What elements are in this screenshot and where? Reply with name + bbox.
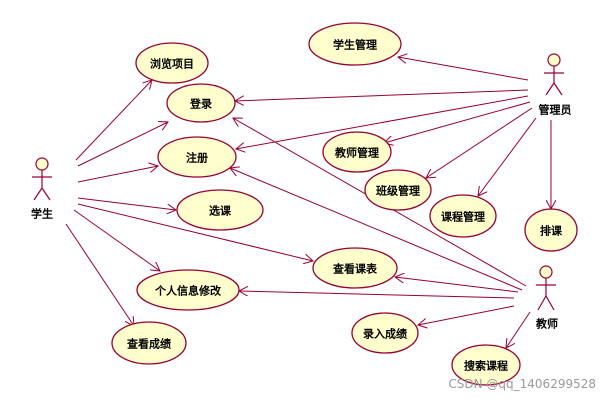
association-admin-login xyxy=(235,89,529,101)
use-case-edit-info-label: 个人信息修改 xyxy=(154,284,222,298)
association-student-browse xyxy=(75,80,152,161)
association-teacher-register xyxy=(230,168,523,291)
actor-teacher-label: 教师 xyxy=(535,317,558,331)
use-case-course-mgmt[interactable]: 课程管理 xyxy=(429,194,497,238)
use-case-scheduling-label: 排课 xyxy=(540,224,563,238)
association-student-view-grades xyxy=(65,223,134,326)
use-case-edit-info[interactable]: 个人信息修改 xyxy=(136,269,240,311)
association-admin-register xyxy=(236,95,529,149)
association-admin-student-mgmt xyxy=(398,57,529,81)
stick-figure-icon xyxy=(544,53,564,96)
use-case-enter-grades-label: 录入成绩 xyxy=(363,327,407,341)
association-admin-course-mgmt xyxy=(478,117,537,196)
use-case-teacher-mgmt-label: 教师管理 xyxy=(334,146,379,160)
use-case-login[interactable]: 登录 xyxy=(166,83,236,123)
use-case-teacher-mgmt[interactable]: 教师管理 xyxy=(322,131,392,173)
use-case-register[interactable]: 注册 xyxy=(157,136,237,178)
stick-figure-icon xyxy=(536,265,556,311)
association-admin-class-mgmt xyxy=(426,107,533,178)
use-case-scheduling[interactable]: 排课 xyxy=(524,208,578,252)
association-lines xyxy=(65,57,551,348)
association-teacher-enter-grades xyxy=(418,305,515,325)
use-case-select-course[interactable]: 选课 xyxy=(176,189,264,231)
use-case-student-mgmt[interactable]: 学生管理 xyxy=(308,22,402,66)
association-student-select-course xyxy=(77,197,176,210)
actor-admin-label: 管理员 xyxy=(539,103,572,117)
use-case-search-course-label: 搜索课程 xyxy=(464,359,508,373)
use-case-student-mgmt-label: 学生管理 xyxy=(333,38,377,52)
association-teacher-edit-info xyxy=(239,291,515,299)
association-student-edit-info xyxy=(73,209,160,271)
association-admin-teacher-mgmt xyxy=(384,101,531,143)
actor-student[interactable]: 学生 xyxy=(31,157,53,221)
actor-admin[interactable]: 管理员 xyxy=(539,53,572,117)
association-student-view-schedule xyxy=(77,203,313,261)
use-case-login-label: 登录 xyxy=(189,97,212,111)
use-case-view-schedule-label: 查看课表 xyxy=(333,262,378,276)
stick-figure-icon xyxy=(32,157,52,201)
use-case-class-mgmt[interactable]: 班级管理 xyxy=(364,169,432,211)
actor-teacher[interactable]: 教师 xyxy=(535,265,558,331)
actor-student-label: 学生 xyxy=(31,207,53,221)
use-case-browse-label: 浏览项目 xyxy=(150,57,194,71)
use-case-enter-grades[interactable]: 录入成绩 xyxy=(351,312,419,354)
use-case-class-mgmt-label: 班级管理 xyxy=(376,184,420,198)
association-student-login xyxy=(77,122,168,167)
use-case-course-mgmt-label: 课程管理 xyxy=(441,210,485,224)
use-case-register-label: 注册 xyxy=(186,151,208,165)
association-teacher-search-course xyxy=(506,311,531,348)
use-case-view-grades[interactable]: 查看成绩 xyxy=(111,321,187,365)
use-case-select-course-label: 选课 xyxy=(209,204,232,218)
association-teacher-view-schedule xyxy=(395,277,519,293)
watermark: CSDN @qq_1406299528 xyxy=(448,377,596,391)
use-case-browse[interactable]: 浏览项目 xyxy=(135,42,209,84)
use-case-search-course[interactable]: 搜索课程 xyxy=(451,344,521,386)
use-case-view-schedule[interactable]: 查看课表 xyxy=(312,247,398,289)
use-case-view-grades-label: 查看成绩 xyxy=(127,337,171,351)
association-student-register xyxy=(77,166,158,183)
